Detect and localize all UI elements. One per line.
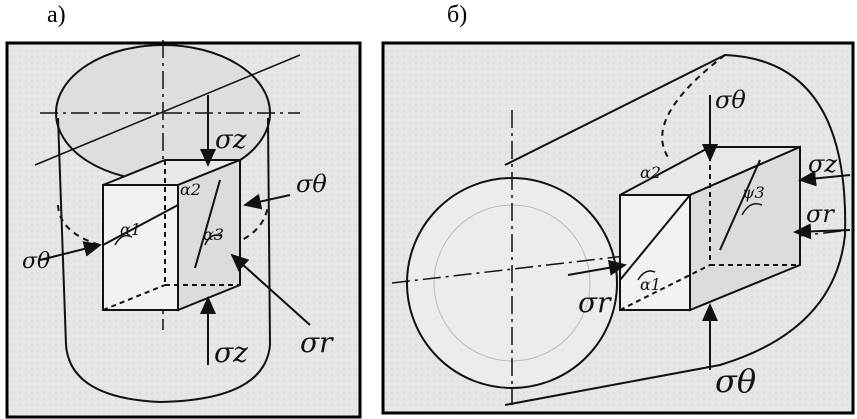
label-alpha-1-b: α1	[640, 275, 661, 294]
label-sigma-r-left: σr	[578, 286, 612, 319]
panel-b: σθ σz σr σr σθ α1 α2 ψ3	[381, 41, 855, 415]
label-alpha-2-b: α2	[640, 163, 661, 182]
label-sigma-z: σz	[808, 150, 837, 178]
label-sigma-r: σr	[806, 200, 835, 228]
label-sigma-theta-left: σθ	[22, 249, 50, 274]
label-sigma-theta-top: σθ	[715, 86, 746, 114]
stress-arrows-a	[39, 95, 311, 365]
label-sigma-z-top: σz	[215, 125, 247, 155]
label-alpha-1: α1	[120, 220, 141, 239]
label-sigma-theta-right: σθ	[296, 170, 327, 198]
stress-arrows-b	[567, 95, 851, 370]
panel-b-label: б)	[447, 2, 468, 28]
label-sigma-z-bottom: σz	[214, 336, 248, 369]
label-alpha-3: α3	[203, 225, 224, 244]
panel-a-label: а)	[47, 2, 66, 28]
element-cube-a	[102, 158, 241, 312]
label-alpha-2: α2	[180, 180, 201, 199]
label-sigma-theta-bottom: σθ	[715, 362, 756, 400]
label-sigma-r: σr	[300, 326, 334, 359]
element-cube-b	[619, 145, 801, 312]
panel-a: σz σθ σθ σr σz α1 α2 α3	[5, 40, 362, 419]
label-psi-3: ψ3	[742, 183, 765, 202]
